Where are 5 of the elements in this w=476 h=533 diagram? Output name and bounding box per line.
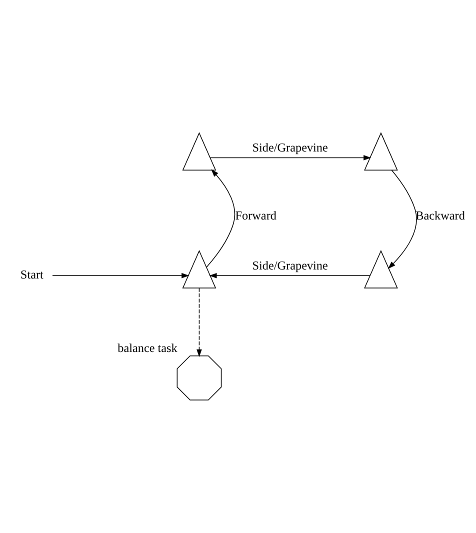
edge-label: Side/Grapevine [252,140,328,155]
edge-label: Forward [235,208,276,223]
edge-label: Side/Grapevine [252,258,328,272]
node-label: balance task [118,340,178,355]
node-text: Start [20,268,44,282]
